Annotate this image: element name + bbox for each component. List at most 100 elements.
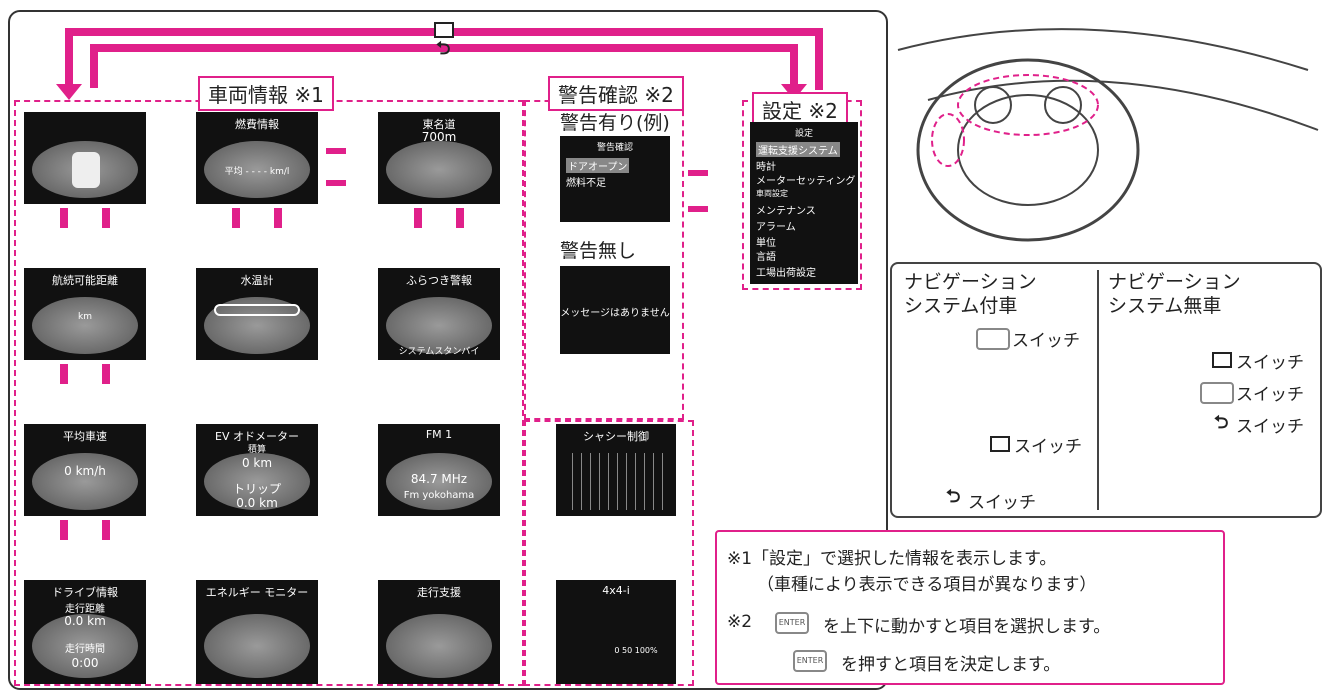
enter-icon-note2: ENTER [793,650,827,672]
arrow-v10 [456,208,464,228]
arrow-v4 [102,364,110,384]
screen-settings: 設定 運転支援システム 時計 メーターセッティング 車両設定 メンテナンス アラ… [750,122,858,284]
settings-item-8: 工場出荷設定 [756,268,816,279]
fm-title: FM 1 [425,428,453,441]
warning-check-label: 警告確認 ※2 [548,76,684,111]
screen-no-warning: メッセージはありません [560,266,670,354]
ev-sub: 積算 [247,445,266,455]
4x4-scale: 0 50 100% [614,646,658,655]
warning-item1: ドアオープン [566,158,630,173]
with-nav-switch-2: スイッチ [1014,437,1082,457]
warning-none-label: 警告無し [560,240,637,262]
vehicle-info-label: 車両情報 ※1 [198,76,334,111]
warning-with-label: 警告有り(例) [560,112,670,134]
settings-item-2: メーターセッティング [756,176,856,187]
note-2-prefix: ※2 [727,612,753,632]
top-loop-left-outer [65,28,73,90]
arrow-v3 [60,364,68,384]
arrow-v6 [102,520,110,540]
ok-switch-icon-2 [990,436,1010,452]
note-1b: （車種により表示できる項目が異なります） [757,575,1097,595]
wobble-status: システムスタンバイ [398,347,480,357]
with-nav-switch-3: スイッチ [968,493,1036,513]
ev-trip-label: トリップ [232,482,281,496]
notes-box: ※1「設定」で選択した情報を表示します。 （車種により表示できる項目が異なります… [715,530,1225,685]
no-warning-msg: メッセージはありません [560,308,670,319]
enter-switch-icon-2 [1200,382,1234,404]
with-nav-switch-1: スイッチ [1012,331,1080,351]
car-icon [72,152,100,188]
range-unit: km [78,312,92,322]
drive-assist-title: 走行支援 [417,586,461,599]
without-nav-title: ナビゲーション システム無車 [1108,271,1241,317]
top-loop-right-inner [790,44,798,88]
fm-station: Fm yokohama [403,490,475,501]
avg-speed-value: 0 km/h [64,464,106,478]
fuel-title: 燃費情報 [235,118,279,131]
chassis-group [524,420,694,686]
screen-warning: 警告確認 ドアオープン 燃料不足 [560,136,670,222]
settings-item-4: メンテナンス [756,206,816,217]
ev-value: 0 km [241,456,273,470]
settings-item-7: 言語 [756,252,776,263]
screen-ev-odometer: EV オドメーター 積算 0 km トリップ 0.0 km [196,424,318,516]
screen-range: 航続可能距離 km [24,268,146,360]
settings-item-3: 車両設定 [756,189,788,198]
settings-title: 設定 [794,129,813,139]
back-switch-icon-3: ⮌ [1214,412,1229,433]
time-label: 走行時間 [65,644,105,655]
screen-fm: FM 1 84.7 MHz Fm yokohama [378,424,500,516]
drive-info-title: ドライブ情報 [52,586,118,599]
screen-fuel-economy: 燃費情報 平均 - - - - km/l [196,112,318,204]
without-nav-switch-3: スイッチ [1236,417,1304,437]
without-nav-switch-1: スイッチ [1236,353,1304,373]
ev-title: EV オドメーター [215,430,299,443]
arrow-v7 [232,208,240,228]
arrow-h2 [326,180,346,186]
wobble-title: ふらつき警報 [406,274,472,287]
ok-switch-icon-3 [1212,352,1232,368]
with-nav-title: ナビゲーション システム付車 [904,271,1037,317]
note-2a: を上下に動かすと項目を選択します。 [823,617,1111,637]
without-nav-switch-2: スイッチ [1236,385,1304,405]
arrow-v9 [414,208,422,228]
screen-highway: 東名道 700m [378,112,500,204]
screen-drive-info: ドライブ情報 走行距離 0.0 km 走行時間 0:00 [24,580,146,684]
settings-item-1: 時計 [756,162,776,173]
warning-title: 警告確認 [596,143,633,153]
range-title: 航続可能距離 [52,274,118,287]
avg-speed-title: 平均車速 [63,430,107,443]
highway-title: 東名道 [422,118,456,131]
settings-item-6: 単位 [756,238,776,249]
screen-energy: エネルギー モニター [196,580,318,684]
arrow-v1 [60,208,68,228]
arrow-h4 [688,206,708,212]
settings-item-5: アラーム [756,222,796,233]
top-loop-inner [90,44,798,52]
switch-panel [890,262,1322,518]
screen-drive-assist: 走行支援 [378,580,500,684]
energy-title: エネルギー モニター [205,586,309,599]
water-title: 水温計 [240,274,274,287]
back-switch-icon: ⮌ [436,38,451,59]
top-loop-left-inner [90,44,98,88]
arrow-h1 [326,148,346,154]
screen-avg-speed: 平均車速 0 km/h [24,424,146,516]
screen-water-temp: 水温計 [196,268,318,360]
chassis-title: シャシー制御 [583,430,649,443]
warning-item2: 燃料不足 [566,178,606,189]
arrow-v2 [102,208,110,228]
note-1a: ※1「設定」で選択した情報を表示します。 [727,549,1057,569]
highway-value: 700m [421,130,457,144]
arrow-v8 [274,208,282,228]
arrow-down-left [56,84,82,100]
steering-wheel-illustration [897,28,1319,242]
diagram-frame [8,10,888,690]
dist-label: 走行距離 [65,604,105,615]
water-gauge [214,304,300,316]
screen-chassis: シャシー制御 [556,424,676,516]
fuel-value: 平均 - - - - km/l [224,167,290,177]
ok-switch-icon [434,22,454,38]
time-value: 0:00 [71,656,99,670]
back-switch-icon-2: ⮌ [946,486,961,507]
